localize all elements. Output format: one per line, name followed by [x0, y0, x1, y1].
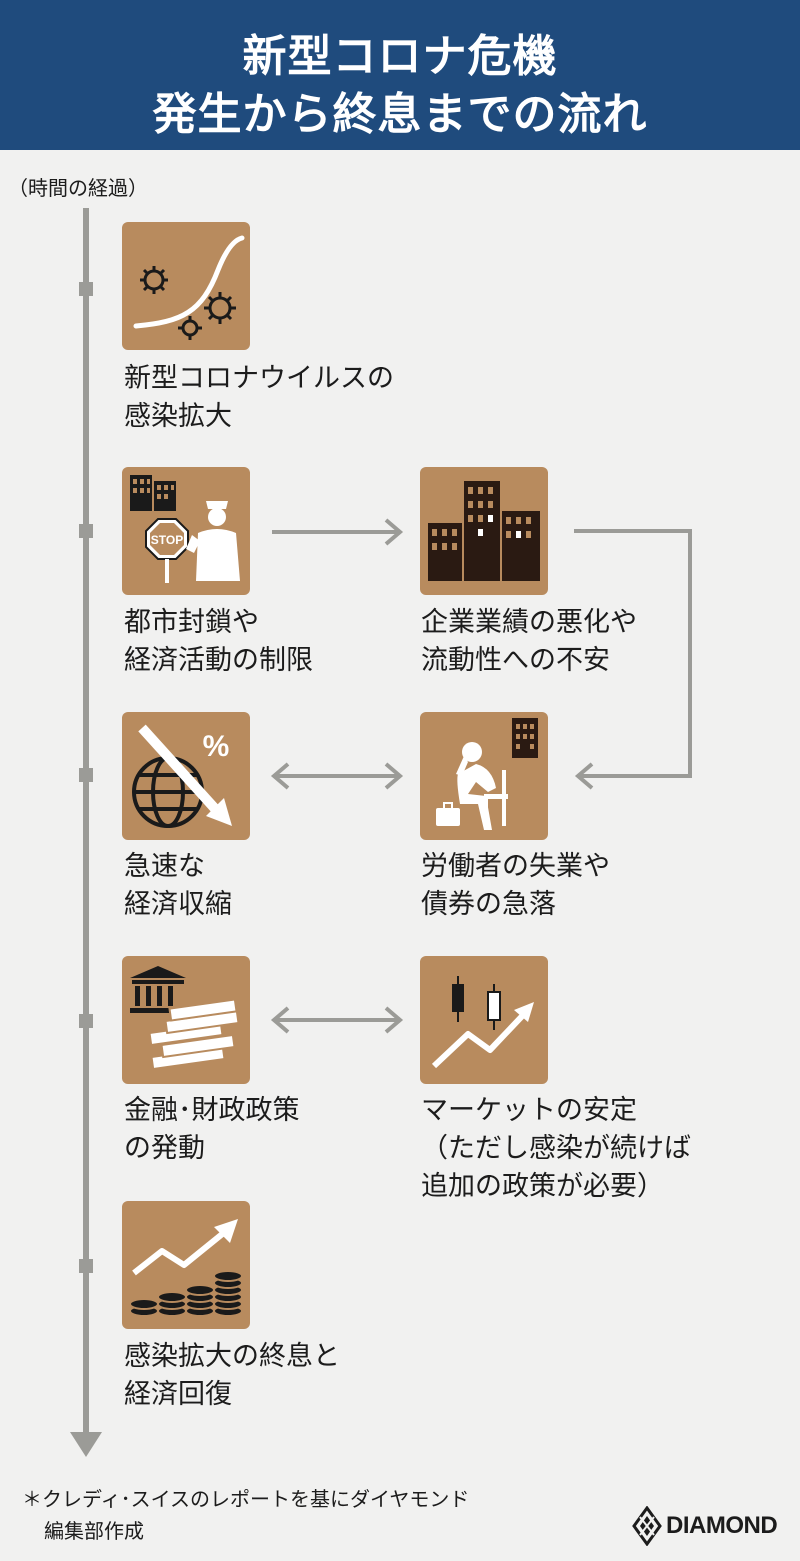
arrow-contraction-unemployment: [270, 762, 404, 790]
label-line: 債券の急落: [421, 889, 556, 920]
timeline-marker: [79, 1259, 93, 1273]
step-label-recovery: 感染拡大の終息と 経済回復: [124, 1338, 340, 1414]
step-label-market: マーケットの安定 （ただし感染が続けば 追加の政策が必要）: [421, 1092, 691, 1206]
label-line: 流動性への不安: [421, 645, 610, 676]
footnote-line: 編集部作成: [44, 1519, 144, 1543]
step-label-contraction: 急速な 経済収縮: [124, 848, 232, 924]
arrow-policy-market: [270, 1006, 404, 1034]
timeline-marker: [79, 1014, 93, 1028]
label-line: 労働者の失業や: [421, 851, 610, 882]
header-banner: 新型コロナ危機 発生から終息までの流れ: [0, 0, 800, 150]
timeline-arrowhead: [70, 1432, 102, 1457]
candlestick-uptrend-icon: [420, 956, 548, 1084]
step-label-lockdown: 都市封鎖や 経済活動の制限: [124, 604, 313, 680]
arrow-corporate-to-unemployment: [574, 529, 692, 790]
svg-text:STOP: STOP: [151, 533, 183, 547]
label-line: 経済収縮: [124, 889, 232, 920]
brand-name: DIAMOND: [666, 1512, 778, 1539]
step-label-virus-spread: 新型コロナウイルスの 感染拡大: [124, 360, 394, 436]
page-title-line2: 発生から終息までの流れ: [152, 89, 648, 140]
label-line: の発動: [124, 1133, 205, 1164]
label-line: 感染拡大の終息と: [124, 1341, 340, 1372]
arrow-lockdown-to-corporate: [272, 518, 404, 546]
step-label-unemployment: 労働者の失業や 債券の急落: [421, 848, 610, 924]
virus-spread-curve-icon: [122, 222, 250, 350]
step-label-corporate: 企業業績の悪化や 流動性への不安: [421, 604, 637, 680]
bank-money-stack-icon: [122, 956, 250, 1084]
label-line: 経済活動の制限: [124, 645, 313, 676]
label-line: 新型コロナウイルスの: [124, 363, 394, 394]
label-line: 企業業績の悪化や: [421, 607, 637, 638]
lockdown-stop-officer-icon: STOP: [122, 467, 250, 595]
globe-decline-percent-icon: %: [122, 712, 250, 840]
timeline-marker: [79, 282, 93, 296]
footnote-line: ＊クレディ･スイスのレポートを基にダイヤモンド: [22, 1487, 470, 1511]
diamond-mark-icon: [632, 1506, 662, 1546]
timeline-marker: [79, 524, 93, 538]
label-line: 追加の政策が必要）: [421, 1171, 664, 1202]
svg-text:%: %: [203, 730, 230, 763]
timeline-marker: [79, 768, 93, 782]
time-axis-label: （時間の経過）: [8, 176, 148, 200]
label-line: マーケットの安定: [421, 1095, 637, 1126]
unemployed-worker-icon: [420, 712, 548, 840]
diamond-brand-logo: DIAMOND: [632, 1506, 792, 1546]
label-line: （ただし感染が続けば: [421, 1133, 691, 1164]
page-title-line1: 新型コロナ危機: [242, 31, 558, 82]
label-line: 都市封鎖や: [124, 607, 259, 638]
label-line: 感染拡大: [124, 401, 232, 432]
coins-growth-icon: [122, 1201, 250, 1329]
label-line: 急速な: [124, 851, 205, 882]
label-line: 金融･財政政策: [124, 1095, 300, 1126]
office-buildings-icon: [420, 467, 548, 595]
step-label-policy: 金融･財政政策 の発動: [124, 1092, 300, 1168]
label-line: 経済回復: [124, 1379, 232, 1410]
timeline-axis: [70, 208, 102, 1457]
source-footnote: ＊クレディ･スイスのレポートを基にダイヤモンド 編集部作成: [22, 1483, 469, 1547]
